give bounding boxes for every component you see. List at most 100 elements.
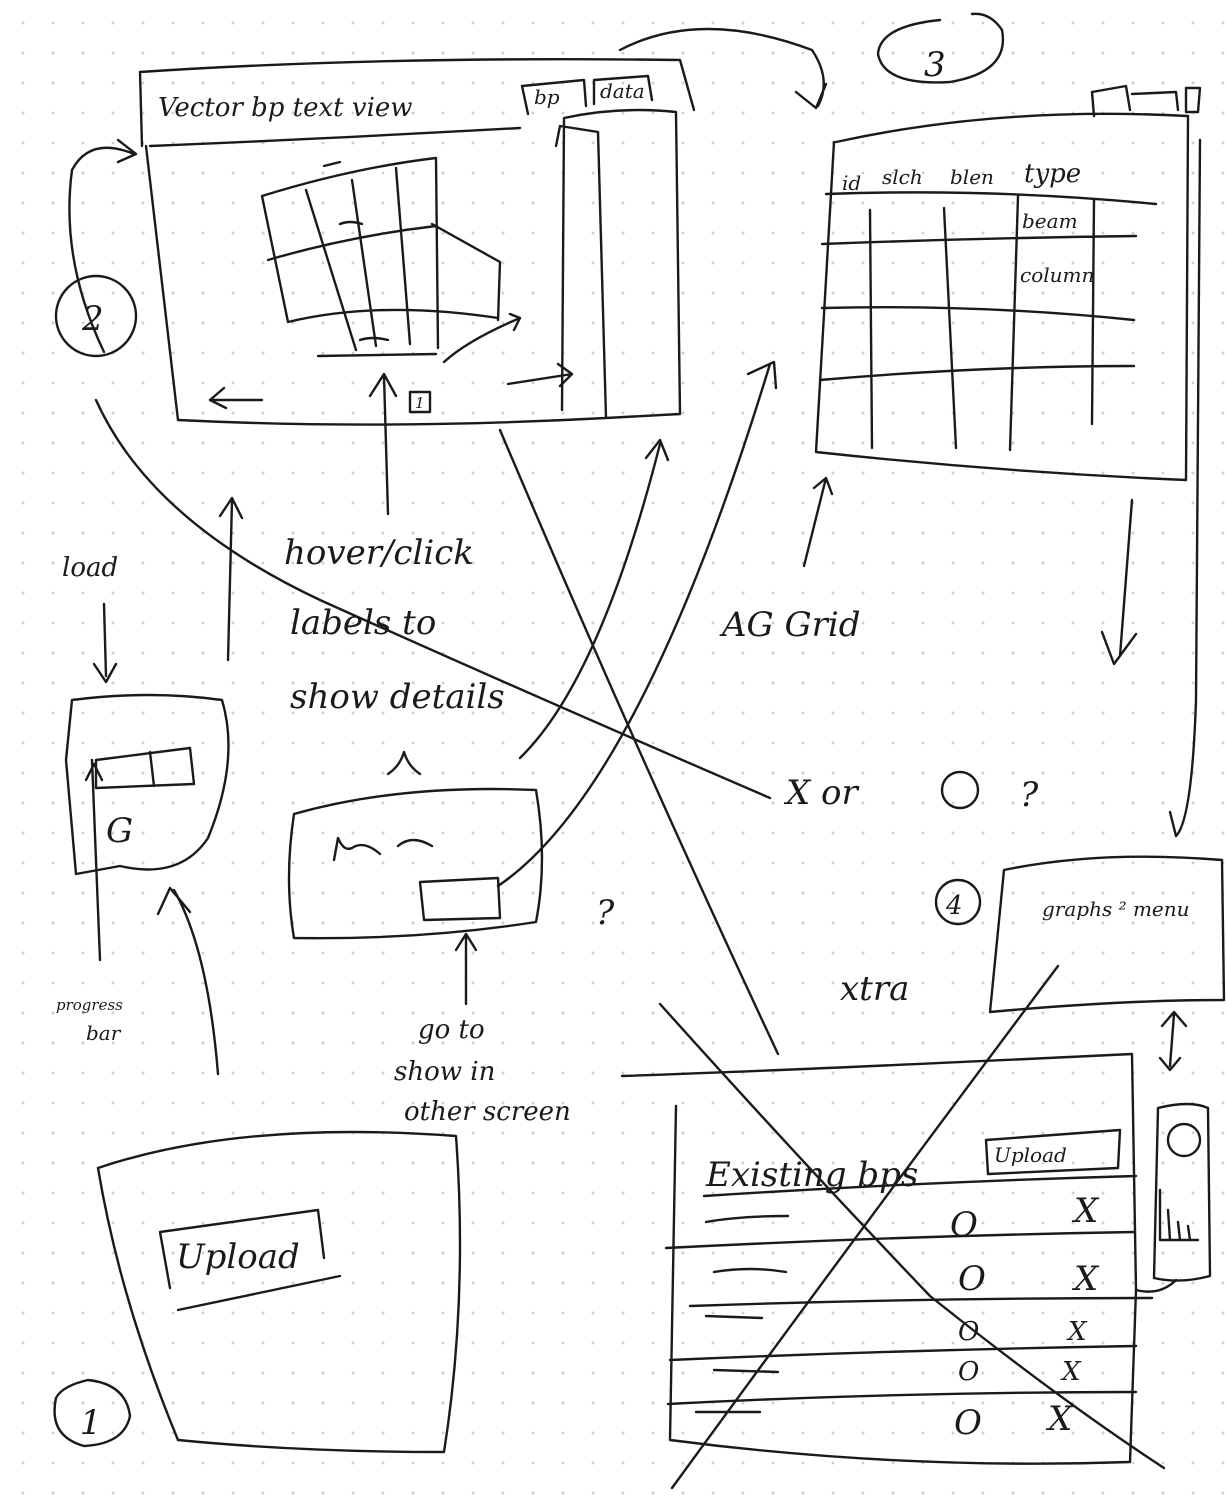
upload-to-loading-arrow	[156, 886, 220, 1076]
screen-3-grid-lines	[818, 191, 1158, 452]
details-popup-outline	[287, 787, 544, 940]
list-row-1-delete[interactable]: X	[1071, 1191, 1100, 1231]
screen-1-number-circle	[53, 1378, 132, 1448]
details-popup-button[interactable]	[418, 876, 502, 922]
list-row-2-open[interactable]: O	[958, 1259, 986, 1299]
list-row-5-delete[interactable]: X	[1045, 1399, 1074, 1439]
screen-2-frame	[144, 108, 682, 426]
goto-note-line-2: show in	[394, 1057, 495, 1087]
tab-data-outline	[592, 74, 654, 106]
screen-3-number: 3	[924, 45, 946, 85]
list-row-4-open[interactable]: O	[958, 1357, 979, 1387]
progress-bar	[94, 746, 196, 790]
screen-5-row-placeholders	[694, 1214, 790, 1414]
list-row-4-delete-label: X	[1060, 1357, 1082, 1387]
list-row-3-delete[interactable]: X	[1066, 1317, 1088, 1347]
list-row-2-delete-label: X	[1071, 1259, 1100, 1299]
pan-left-arrow[interactable]	[208, 386, 264, 410]
list-row-2-open-label: O	[958, 1259, 986, 1299]
goto-arrow	[454, 932, 478, 1006]
list-row-5-delete-label: X	[1045, 1399, 1074, 1439]
screen-4-number-circle	[934, 878, 982, 926]
list-row-5-open-label: O	[954, 1403, 982, 1443]
list-row-5-open[interactable]: O	[954, 1403, 982, 1443]
grid-header-type: type	[1024, 159, 1081, 189]
load-arrow	[92, 602, 118, 684]
crossing-strokes: X or ?	[94, 398, 1039, 1056]
list-row-1-open[interactable]: O	[950, 1205, 978, 1245]
details-question-mark: ?	[596, 893, 615, 933]
screen-5-upload-button[interactable]: Upload	[984, 1128, 1122, 1176]
grid-header-blen: blen	[950, 165, 994, 189]
screen-5-cross-out-2	[670, 964, 1060, 1490]
screen-5-cross-out-1	[658, 1002, 1166, 1470]
screen-2-header-outline	[138, 58, 696, 148]
diagonal-to-screen-2	[518, 438, 670, 760]
screen-4-side-note: xtra	[840, 969, 909, 1009]
tab-data-label: data	[600, 79, 645, 103]
loading-widget-outline	[64, 693, 230, 876]
diagonal-cross-1	[498, 428, 780, 1056]
screen-3-down-arrow	[1100, 498, 1138, 666]
ag-grid-note: AG Grid	[719, 605, 861, 645]
screen-3-to-4-arrow	[1168, 138, 1202, 838]
tab-bp-label: bp	[534, 85, 560, 109]
tab-bp[interactable]: bp	[520, 78, 588, 116]
resize-corner-arrow[interactable]	[442, 312, 522, 364]
screen-3-data-grid: 3 id slch blen type beam column AG Grid	[618, 12, 1202, 838]
screen-3-frame	[814, 112, 1190, 482]
hover-brace	[386, 750, 422, 776]
screen-3-number-circle	[876, 12, 1005, 84]
list-row-1-open-label: O	[950, 1205, 978, 1245]
goto-note-line-3: other screen	[404, 1097, 571, 1127]
progress-bar-pointer	[84, 758, 104, 962]
list-row-2-delete[interactable]: X	[1071, 1259, 1100, 1299]
grid-cell-beam: beam	[1022, 209, 1078, 233]
screen-4-menu-label[interactable]: graphs ² menu	[1042, 897, 1190, 921]
screen-1-upload: Upload 1	[53, 1130, 462, 1454]
list-row-4-open-label: O	[958, 1357, 979, 1387]
side-panel-pie-icon[interactable]	[1166, 1122, 1202, 1158]
screen-2-title: Vector bp text view	[158, 93, 413, 123]
tab-bp-outline	[520, 78, 588, 116]
arrow-into-screen-2	[68, 138, 138, 354]
progress-bar-note-line-2: bar	[86, 1021, 122, 1045]
screen-2-vector-view: Vector bp text view bp data 1 2	[54, 58, 696, 426]
screen-2-grid-stub	[316, 160, 502, 358]
grid-header-id: id	[842, 171, 861, 195]
list-row-3-delete-label: X	[1066, 1317, 1088, 1347]
loading-widget: load G progress bar	[56, 496, 244, 1076]
loading-to-screen-2-arrow	[218, 496, 244, 662]
loading-glyph: G	[106, 811, 133, 851]
details-to-screen-3-arrow	[496, 360, 778, 888]
grid-header-slch: slch	[882, 165, 923, 189]
pan-right-arrow[interactable]	[506, 362, 574, 388]
details-popup: go to show in other screen ?	[287, 360, 778, 1127]
upload-button-outline	[158, 1208, 342, 1312]
list-row-1-delete-label: X	[1071, 1191, 1100, 1231]
x-or-circle-symbol	[940, 770, 980, 810]
screen-3-window-controls[interactable]	[1090, 84, 1202, 118]
screen-5-upload-outline	[984, 1128, 1122, 1176]
screen-4-graphs-menu: 4 graphs ² menu xtra	[840, 855, 1226, 1072]
upload-button[interactable]: Upload	[158, 1208, 342, 1312]
list-row-3-open[interactable]: O	[958, 1317, 979, 1347]
screen-1-number: 1	[80, 1403, 102, 1443]
goto-note-line-1: go to	[418, 1015, 485, 1045]
screen-2-number-circle	[54, 274, 138, 358]
hover-note-line-2: labels to	[290, 603, 436, 643]
side-panel-bar-icon[interactable]	[1158, 1188, 1200, 1242]
screen-2-grid-outline	[260, 156, 500, 352]
side-panel-outline	[1152, 1102, 1212, 1282]
screen-4-resize-arrow	[1158, 1010, 1188, 1072]
x-or-question: ?	[1020, 775, 1039, 815]
screen-5-existing-list: Existing bps Upload O X O X O X O X	[620, 964, 1212, 1490]
tab-data[interactable]: data	[592, 74, 654, 106]
page-indicator-box[interactable]	[408, 390, 432, 414]
list-row-4-delete[interactable]: X	[1060, 1357, 1082, 1387]
list-row-3-open-label: O	[958, 1317, 979, 1347]
screen-1-frame	[96, 1130, 462, 1454]
load-note: load	[62, 553, 118, 583]
grid-cell-column: column	[1020, 263, 1094, 287]
